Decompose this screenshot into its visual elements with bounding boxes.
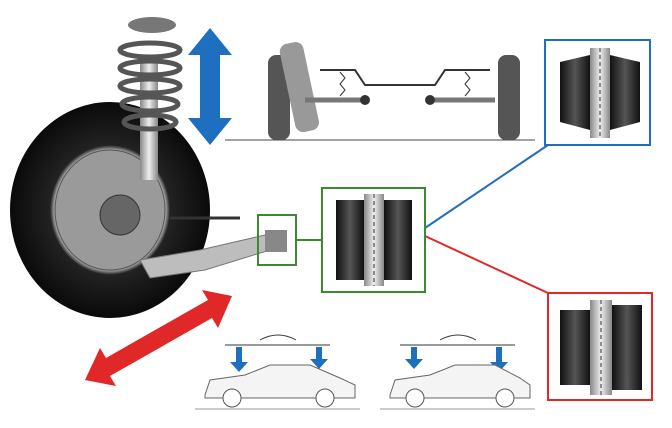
bushing-highlight-box [257,214,297,266]
right-wheel [498,55,520,140]
load-arrow-icon [310,347,328,369]
red-connector-line [424,235,549,294]
left-wheel-upright [268,55,290,140]
chassis-frame [320,69,490,86]
right-pivot [425,95,435,105]
left-wheel-tilted [279,42,319,133]
bushing-neutral-detail [321,187,426,293]
blue-connector-line [424,144,549,229]
bushing-lateral-load-detail [547,292,653,401]
pitch-arc [259,334,297,341]
strut-mount [128,17,176,33]
springs [339,71,471,97]
axle-schematic [225,42,535,141]
car-body [389,364,531,399]
strut [140,60,158,180]
car-front-load [195,334,360,410]
vertical-motion-arrow-icon [188,28,232,145]
load-arrow-icon [405,347,423,369]
coil-spring [117,40,183,132]
car-rear-load [380,334,535,410]
load-arrow-icon [230,347,248,372]
car-body [204,364,356,399]
pitch-arc [439,334,477,341]
bushing-vertical-load-detail [544,39,651,146]
arm-bushing [265,230,287,252]
brake-disc [99,194,141,236]
left-pivot [360,95,370,105]
wheel-strut-assembly [10,17,287,318]
lateral-motion-arrow-icon [85,290,232,386]
